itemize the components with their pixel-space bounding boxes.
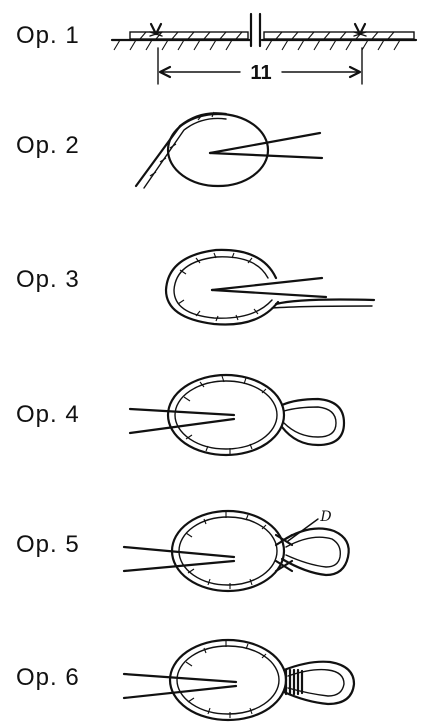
op-6-figure bbox=[0, 600, 428, 724]
marker-label: D bbox=[319, 509, 331, 525]
op-3-figure bbox=[0, 220, 428, 345]
step-op-4: Op. 4 bbox=[0, 345, 428, 475]
step-op-2: Op. 2 bbox=[0, 100, 428, 220]
op-1-figure: 11 bbox=[0, 0, 428, 100]
step-op-5: Op. 5 D bbox=[0, 475, 428, 600]
pin-right-icon bbox=[354, 24, 366, 36]
op-4-figure bbox=[0, 345, 428, 475]
op-2-figure bbox=[0, 100, 428, 220]
dimension-value: 11 bbox=[250, 62, 271, 84]
step-op-6: Op. 6 bbox=[0, 600, 428, 724]
op-5-figure: D bbox=[0, 475, 428, 600]
step-op-1: Op. 1 bbox=[0, 0, 428, 100]
step-op-3: Op. 3 bbox=[0, 220, 428, 345]
